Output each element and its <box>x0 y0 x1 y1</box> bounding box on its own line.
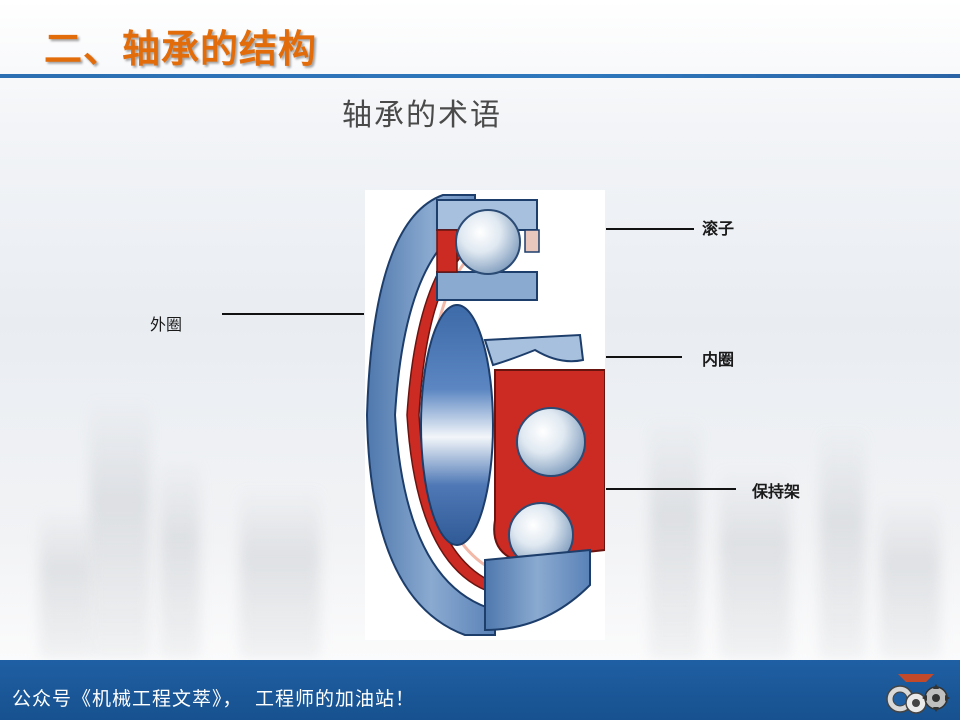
cage-top <box>436 229 458 273</box>
footer-caption: 公众号《机械工程文萃》， 工程师的加油站！ <box>12 688 415 710</box>
leader-line-inner-ring <box>606 356 682 358</box>
background-building <box>240 488 320 658</box>
gear-logo-icon <box>886 674 950 714</box>
label-outer-ring: 外圈 <box>150 315 183 334</box>
leader-line-outer-ring <box>222 313 364 315</box>
background-building <box>820 428 865 658</box>
background-building <box>90 398 150 658</box>
label-roller: 滚子 <box>702 219 735 238</box>
title-divider <box>0 74 960 78</box>
roller-ball-middle <box>516 407 586 477</box>
background-building <box>160 458 200 658</box>
label-cage: 保持架 <box>752 482 801 501</box>
inner-ring-section <box>483 333 585 367</box>
label-inner-ring: 内圈 <box>702 350 735 369</box>
background-building <box>650 418 700 658</box>
outer-ring-shape <box>365 194 496 636</box>
bearing-cutaway-illustration <box>365 194 605 636</box>
diagram-subtitle: 轴承的术语 <box>342 98 502 133</box>
leader-line-cage <box>606 488 736 490</box>
background-building <box>880 498 940 658</box>
slide-title: 二、轴承的结构 <box>44 27 318 71</box>
background-building <box>40 508 90 658</box>
background-building <box>720 468 790 658</box>
cage-tab <box>524 229 540 253</box>
footer-bar <box>0 660 960 720</box>
outer-ring-bottom <box>484 548 591 632</box>
bearing-bore <box>420 304 494 546</box>
inner-ring-top <box>436 271 538 301</box>
leader-line-roller <box>606 228 694 230</box>
roller-ball-top <box>455 209 521 275</box>
